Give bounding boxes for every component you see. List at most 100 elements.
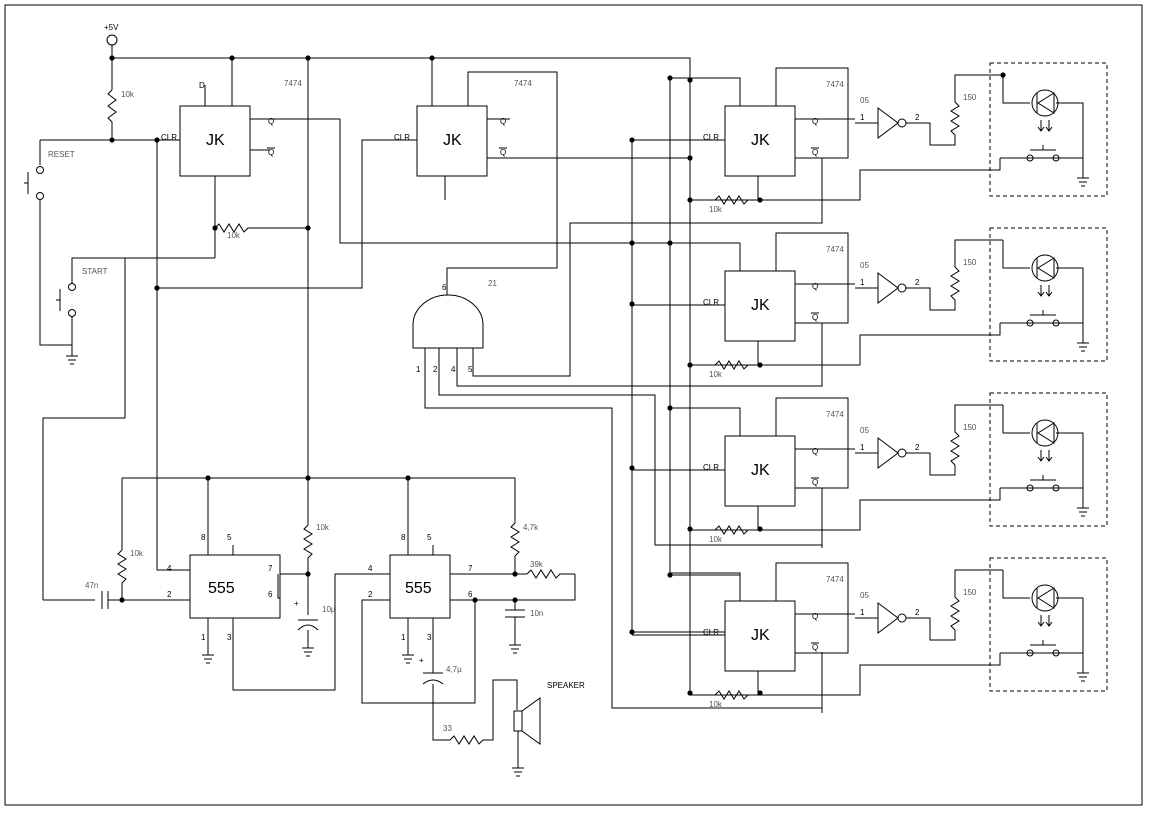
clr-bus-2 <box>157 139 417 289</box>
reset-ground-wire <box>39 200 72 346</box>
svg-text:Q: Q <box>812 282 818 291</box>
capacitor-speaker: + 4,7µ <box>419 656 462 741</box>
svg-text:1: 1 <box>860 278 865 287</box>
resistor-led-4 <box>950 569 1003 631</box>
resistor-ck-pullup-label: 10k <box>709 700 723 709</box>
resistor-ck-pullup-label: 10k <box>709 205 723 214</box>
svg-text:7474: 7474 <box>826 575 844 584</box>
svg-text:2: 2 <box>433 365 438 374</box>
frame-border <box>4 4 1143 806</box>
resistor-reset-pullup-label: 10k <box>121 90 135 99</box>
svg-text:6: 6 <box>268 590 273 599</box>
jk-flipflop-2: JK CLR Q Q 7474 <box>394 58 690 290</box>
supply-label: +5V <box>104 23 119 32</box>
svg-text:4,7µ: 4,7µ <box>446 665 462 674</box>
resistor-led-label: 150 <box>963 93 977 102</box>
svg-text:7474: 7474 <box>826 410 844 419</box>
svg-text:7: 7 <box>468 564 473 573</box>
svg-text:8: 8 <box>401 533 406 542</box>
resistor-ck-feedback-1 <box>214 223 308 233</box>
svg-text:Q: Q <box>812 478 818 487</box>
svg-text:2: 2 <box>915 443 920 452</box>
and-gate-21: 21 6 1 2 4 5 <box>412 187 823 709</box>
svg-text:JK: JK <box>751 627 770 644</box>
start-switch: START <box>56 267 108 317</box>
timer-555-1: 555 4 8 5 7 6 2 1 3 <box>167 478 390 691</box>
pushbutton-icon <box>1026 649 1034 657</box>
player-unit-4 <box>758 557 1108 696</box>
d-bus <box>669 78 740 576</box>
svg-text:05: 05 <box>860 96 869 105</box>
capacitor-timer2: 10n <box>505 600 543 645</box>
resistor-led-1 <box>950 74 1003 136</box>
svg-text:3: 3 <box>427 633 432 642</box>
svg-text:+: + <box>419 656 424 665</box>
svg-text:5: 5 <box>427 533 432 542</box>
svg-text:Q: Q <box>812 117 818 126</box>
svg-text:2: 2 <box>915 113 920 122</box>
pushbutton-icon <box>1026 319 1034 327</box>
ground-symbols <box>202 644 524 777</box>
svg-text:05: 05 <box>860 261 869 270</box>
jk-flipflop-1: JK CLR Q Q 7474 D <box>161 58 340 228</box>
coupling-network <box>42 258 190 609</box>
svg-text:4: 4 <box>368 564 373 573</box>
svg-text:8: 8 <box>201 533 206 542</box>
svg-text:1: 1 <box>860 608 865 617</box>
svg-text:7: 7 <box>268 564 273 573</box>
resistor-led-label: 150 <box>963 258 977 267</box>
svg-text:7474: 7474 <box>514 79 532 88</box>
svg-text:1: 1 <box>401 633 406 642</box>
svg-text:Q: Q <box>812 447 818 456</box>
svg-text:1: 1 <box>416 365 421 374</box>
svg-text:JK: JK <box>751 297 770 314</box>
resistor-ck-feedback-label: 10k <box>227 231 241 240</box>
svg-text:CLR: CLR <box>703 298 719 307</box>
timer-555-2: 555 4 8 5 7 6 2 1 3 <box>361 478 576 704</box>
resistor-speaker-label: 33 <box>443 724 452 733</box>
resistor-timer2-a <box>510 522 520 574</box>
resistor-timer1-top-label: 10k <box>316 523 330 532</box>
svg-text:JK: JK <box>751 462 770 479</box>
capacitor-coupling-label: 47n <box>85 581 98 590</box>
svg-text:4: 4 <box>451 365 456 374</box>
svg-text:Q: Q <box>268 117 274 126</box>
led-icon <box>1037 92 1055 114</box>
svg-text:Q: Q <box>812 148 818 157</box>
ground-start <box>66 345 78 365</box>
svg-text:JK: JK <box>751 132 770 149</box>
svg-text:555: 555 <box>405 580 432 597</box>
resistor-timer1-top <box>303 478 313 615</box>
svg-text:Q: Q <box>812 313 818 322</box>
player-unit-3 <box>758 392 1108 531</box>
svg-text:Q: Q <box>812 643 818 652</box>
svg-text:Q: Q <box>500 148 506 157</box>
player-unit-1 <box>758 62 1108 201</box>
led-icon <box>1037 587 1055 609</box>
capacitor-timer1: + 10µ <box>294 599 336 648</box>
resistor-reset-pullup <box>107 89 117 140</box>
timer-supply-bus <box>122 477 516 523</box>
svg-text:2: 2 <box>368 590 373 599</box>
resistor-ck-pullup-2 <box>714 360 749 370</box>
svg-text:21: 21 <box>488 279 497 288</box>
svg-text:555: 555 <box>208 580 235 597</box>
svg-text:2: 2 <box>915 608 920 617</box>
resistor-ck-pullup-3 <box>714 525 749 535</box>
reset-switch: RESET <box>24 150 75 200</box>
svg-text:10n: 10n <box>530 609 543 618</box>
svg-text:SPEAKER: SPEAKER <box>547 681 585 690</box>
svg-text:10µ: 10µ <box>322 605 336 614</box>
pushbutton-icon <box>1026 484 1034 492</box>
start-wire <box>71 257 215 345</box>
svg-text:6: 6 <box>442 283 447 292</box>
